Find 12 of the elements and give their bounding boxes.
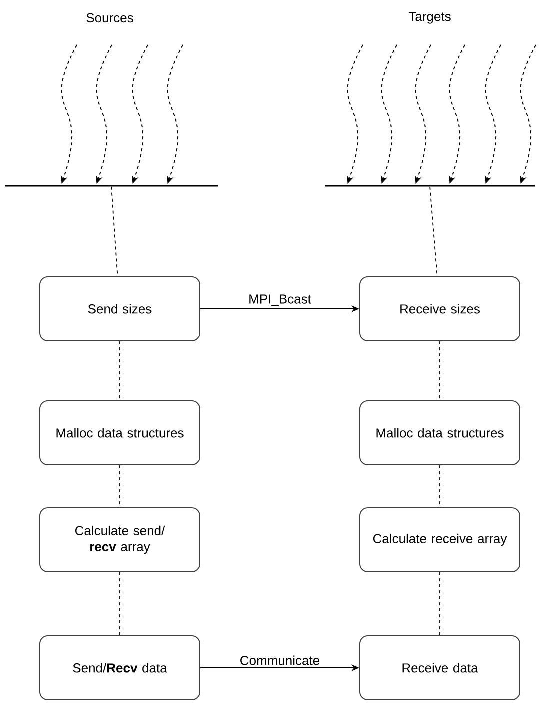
- process-box: Malloc data structures: [360, 400, 520, 466]
- process-box: Calculate send/ recv array: [40, 508, 200, 572]
- edge-label: MPI_Bcast: [250, 294, 312, 306]
- process-box: Send sizes: [40, 276, 200, 342]
- column-heading: Targets: [408, 12, 451, 24]
- process-box: Malloc data structures: [40, 400, 200, 466]
- column-heading: Sources: [86, 13, 134, 23]
- process-box: Receive sizes: [360, 276, 520, 342]
- process-box: Send/Recv data: [40, 636, 200, 700]
- edge-label: Communicate: [240, 656, 320, 666]
- process-box: Receive data: [360, 636, 520, 700]
- process-box: Calculate receive array: [360, 508, 520, 572]
